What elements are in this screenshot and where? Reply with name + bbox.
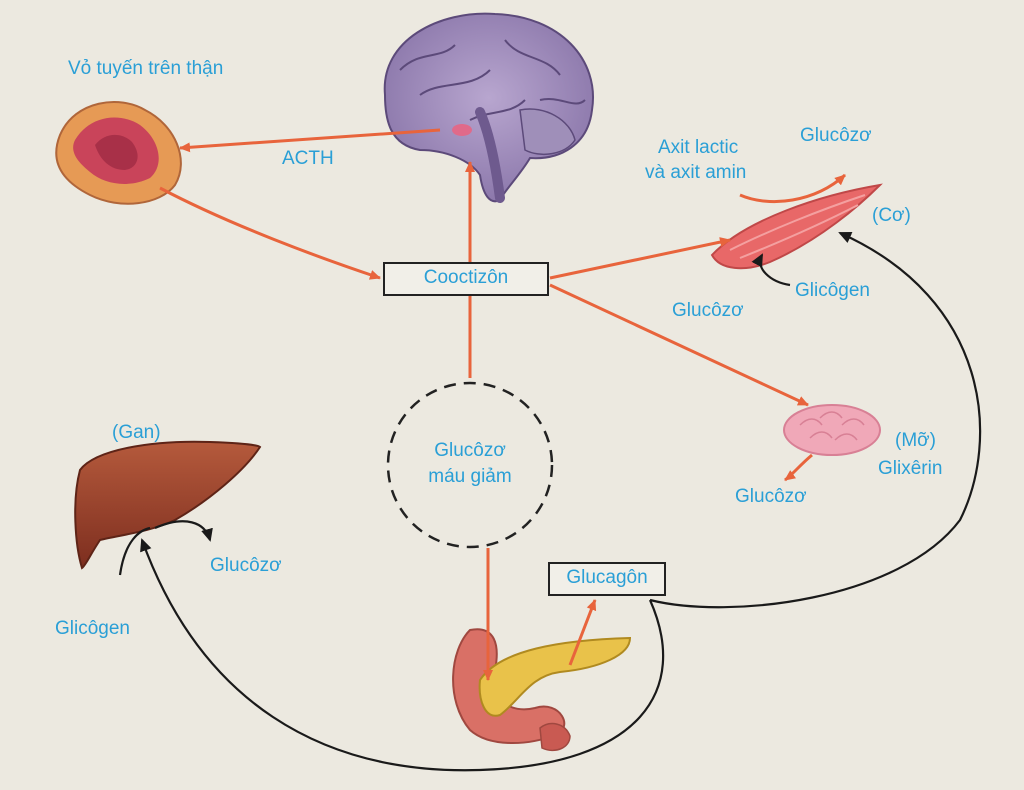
precursor-line1: Axit lactic [658,137,739,158]
fat-tissue-illustration [783,404,881,456]
glucagon-to-muscle-arrow [649,231,982,609]
precursor-to-glucose-arrow [739,173,847,204]
stimulus-line1: Glucôzơ [434,440,506,461]
liver-glucose-arrow [154,520,213,542]
glycogen-to-glucose-arrow [751,253,791,287]
cortisol-to-muscle-arrow [549,237,731,280]
glucagon-box: Glucagôn [548,562,666,596]
glucagon-to-liver-arrow [140,538,665,772]
muscle-glucose-bottom-label: Glucôzơ [672,300,744,321]
adrenal-cortex-label: Vỏ tuyến trên thận [68,58,224,79]
precursor-line2: và axit amin [645,162,747,183]
adrenal-to-cortisol-arrow [159,186,381,280]
cortisol-box: Cooctizôn [383,262,549,296]
pancreas-to-glucagon-arrow [568,599,597,666]
muscle-label: (Cơ) [872,205,911,226]
feedback-arrows [118,231,982,772]
liver-glucose-label: Glucôzơ [210,555,282,576]
fat-glucose-label: Glucôzơ [735,486,807,507]
glycerol-label: Glixêrin [878,458,943,479]
liver-label: (Gan) [112,422,161,443]
stimulus-circle [386,381,554,549]
acth-label: ACTH [282,148,334,169]
muscle-illustration [710,183,883,270]
muscle-glucose-top-label: Glucôzơ [800,125,872,146]
glycerol-to-glucose-arrow [784,453,813,482]
brain-illustration [383,12,594,203]
muscle-glycogen-label: Glicôgen [795,280,870,301]
fat-label: (Mỡ) [895,430,936,451]
liver-glycogen-label: Glicôgen [55,618,130,639]
adrenal-cortex-illustration [55,101,182,205]
liver-glycogen-line [118,526,151,576]
hormone-arrows [159,128,847,681]
cortisol-to-fat-arrow [549,283,809,407]
pancreas-illustration [452,628,632,752]
acth-arrow [179,128,441,153]
liver-illustration [74,440,262,570]
stimulus-line2: máu giảm [428,466,512,487]
